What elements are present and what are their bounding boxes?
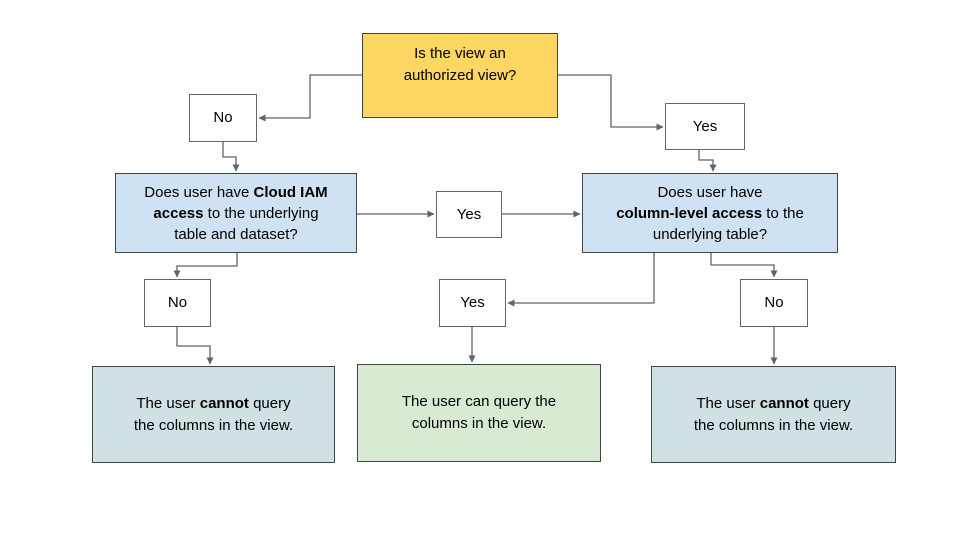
edge-question-column-to-no3 bbox=[710, 253, 778, 278]
outcome-cannot-query-left-label: The user cannot query the columns in the… bbox=[133, 394, 294, 434]
outcome-can-query-label: The user can query the columns in the vi… bbox=[401, 393, 557, 432]
edge-no1-to-question-iam bbox=[222, 142, 240, 172]
edge-question-column-to-yes2 bbox=[507, 253, 655, 307]
branch-yes-iam-label: Yes bbox=[456, 205, 482, 223]
decision-cloud-iam-access: Does user have Cloud IAM access to the u… bbox=[115, 173, 357, 253]
decision-authorized-view-label: Is the view an authorized view? bbox=[403, 45, 517, 84]
decision-column-level-access: Does user have column-level access to th… bbox=[582, 173, 838, 253]
decision-authorized-view: Is the view an authorized view? bbox=[362, 33, 558, 118]
edge-root-to-yes1 bbox=[558, 74, 664, 131]
branch-no-authorized-label: No bbox=[213, 109, 233, 126]
outcome-can-query: The user can query the columns in the vi… bbox=[357, 364, 601, 462]
edge-yes1-to-question-column bbox=[698, 150, 717, 172]
edge-no2-to-outcome-left bbox=[176, 327, 214, 365]
branch-yes-iam: Yes bbox=[436, 191, 502, 238]
outcome-cannot-query-left: The user cannot query the columns in the… bbox=[92, 366, 335, 463]
branch-yes-column-access: Yes bbox=[439, 279, 506, 327]
branch-no-authorized: No bbox=[189, 94, 257, 142]
branch-no-column-access-label: No bbox=[764, 294, 784, 311]
branch-no-iam: No bbox=[144, 279, 211, 327]
decision-cloud-iam-access-label: Does user have Cloud IAM access to the u… bbox=[144, 183, 328, 243]
edge-question-iam-to-no2 bbox=[173, 253, 238, 278]
outcome-cannot-query-right: The user cannot query the columns in the… bbox=[651, 366, 896, 463]
branch-yes-authorized-label: Yes bbox=[692, 117, 718, 135]
outcome-cannot-query-right-label: The user cannot query the columns in the… bbox=[693, 394, 854, 434]
decision-column-level-access-label: Does user have column-level access to th… bbox=[616, 183, 804, 243]
branch-no-iam-label: No bbox=[167, 294, 188, 311]
branch-yes-authorized: Yes bbox=[665, 103, 745, 150]
branch-no-column-access: No bbox=[740, 279, 808, 327]
edge-root-to-no1 bbox=[258, 74, 362, 122]
branch-yes-column-access-label: Yes bbox=[460, 294, 485, 311]
